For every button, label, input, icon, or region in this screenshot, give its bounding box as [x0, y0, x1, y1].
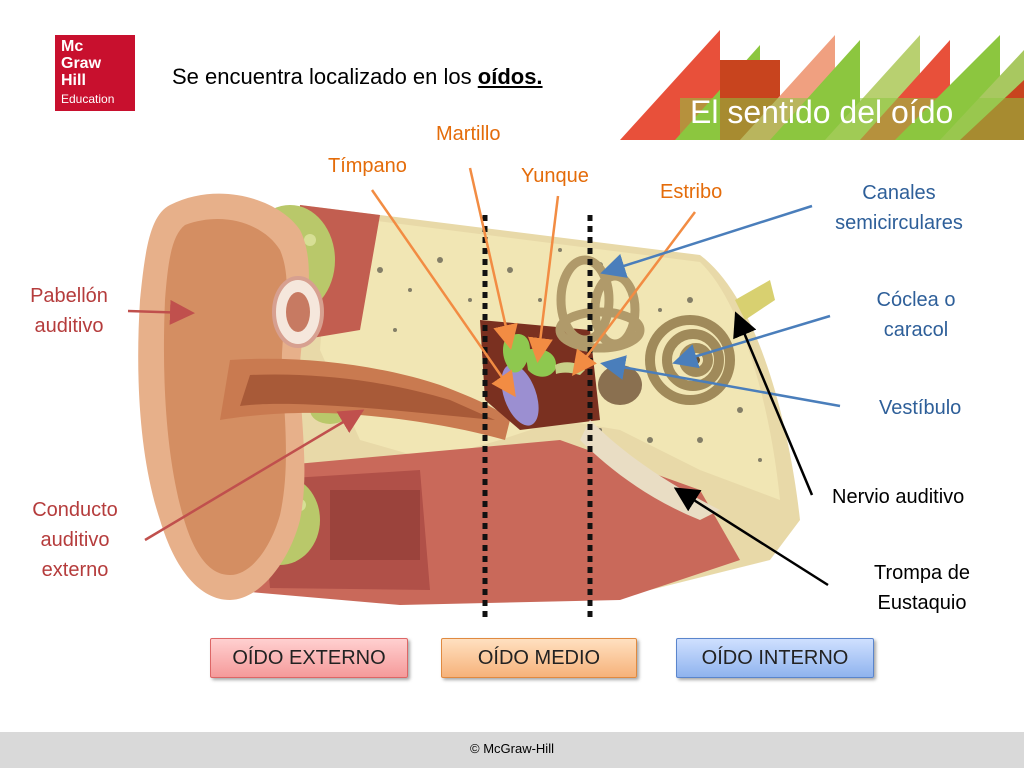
label-coclea: Cóclea o caracol [866, 285, 966, 345]
label-conducto-line-2: auditivo [40, 529, 110, 551]
section-oido-interno: OÍDO INTERNO [676, 638, 874, 678]
logo-line-1: Mc [61, 38, 84, 55]
logo-line-3: Hill [61, 72, 86, 89]
footer-bar: © McGraw-Hill [0, 732, 1024, 768]
subtitle-bold: oídos. [477, 64, 543, 89]
label-canales-line-1: Canales [862, 182, 936, 204]
mcgraw-hill-logo: Mc Graw Hill Education [55, 35, 135, 111]
logo-line-4: Education [61, 92, 115, 106]
label-canales-line-2: semicirculares [835, 212, 963, 234]
label-trompa-line-2: Eustaquio [877, 592, 967, 614]
label-estribo: Estribo [660, 181, 723, 203]
logo-line-2: Graw [61, 55, 102, 72]
slide-subtitle: Se encuentra localizado en los oídos. [172, 64, 543, 90]
slide-title: El sentido del oído [690, 94, 954, 130]
label-nervio-auditivo: Nervio auditivo [832, 486, 965, 508]
label-conducto-auditivo-externo: Conducto auditivo externo [22, 495, 128, 585]
label-conducto-line-3: externo [41, 559, 109, 581]
label-timpano: Tímpano [328, 155, 407, 177]
label-conducto-line-1: Conducto [32, 499, 118, 521]
label-pabellon-line-1: Pabellón [30, 285, 108, 307]
footer-copyright: © McGraw-Hill [470, 741, 554, 756]
subtitle-text: Se encuentra localizado en los [172, 64, 478, 89]
section-oido-medio: OÍDO MEDIO [441, 638, 637, 678]
label-vestibulo: Vestíbulo [879, 397, 962, 419]
label-pabellon-auditivo: Pabellón auditivo [22, 281, 116, 341]
section-oido-externo: OÍDO EXTERNO [210, 638, 408, 678]
label-yunque: Yunque [521, 165, 589, 187]
label-canales-semicirculares: Canales semicirculares [826, 178, 972, 238]
label-coclea-line-2: caracol [883, 319, 949, 341]
label-coclea-line-1: Cóclea o [876, 289, 956, 311]
title-banner [620, 30, 1024, 140]
label-trompa-line-1: Trompa de [874, 562, 970, 584]
label-trompa-eustaquio: Trompa de Eustaquio [864, 558, 980, 618]
label-pabellon-line-2: auditivo [34, 315, 104, 337]
label-martillo: Martillo [436, 123, 501, 145]
